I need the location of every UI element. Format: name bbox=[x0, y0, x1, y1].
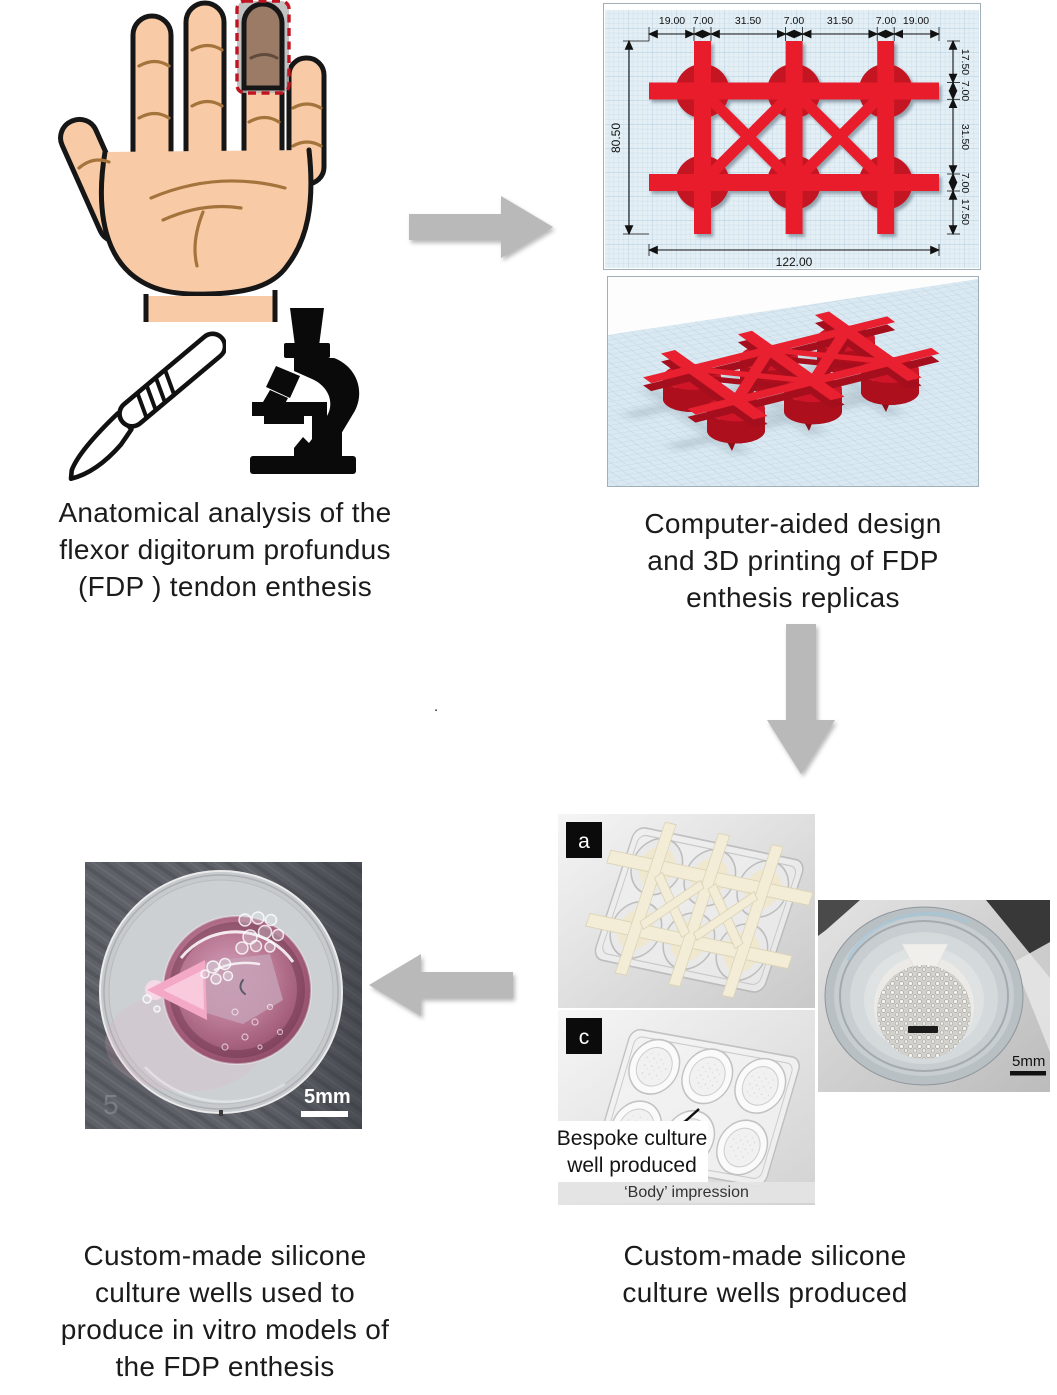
palm-outline bbox=[98, 147, 314, 297]
caption-cad-line3: enthesis replicas bbox=[686, 582, 900, 613]
fingertip-segment bbox=[241, 1, 285, 91]
caption-invitro: Custom-made silicone culture wells used … bbox=[8, 1237, 442, 1385]
cad-drawing-panel: 19.00 7.00 31.50 7.00 31.50 7.00 19.00 8… bbox=[603, 3, 981, 270]
dim-top-7: 19.00 bbox=[903, 15, 929, 27]
beads-scale-bar bbox=[1010, 1071, 1046, 1076]
caption-cad: Computer-aided design and 3D printing of… bbox=[586, 505, 1000, 616]
dim-bottom: 122.00 bbox=[776, 255, 813, 269]
photo-invitro-well: 5 5mm bbox=[85, 862, 362, 1129]
dimension-lines bbox=[623, 27, 960, 256]
photo-c-label-box bbox=[566, 1018, 602, 1054]
dim-right-2: 7.00 bbox=[959, 81, 971, 102]
hand-illustration bbox=[58, 0, 327, 322]
body-impression-label: ‘Body’ impression bbox=[558, 1182, 815, 1203]
invitro-scale-bar bbox=[301, 1111, 348, 1117]
arrow-left-icon bbox=[369, 954, 513, 1016]
scalpel-icon bbox=[68, 331, 226, 482]
photo-plate-with-replica: a bbox=[558, 814, 815, 1008]
embedded-marker bbox=[908, 1026, 938, 1033]
dim-top-6: 7.00 bbox=[876, 15, 897, 27]
overlay-line1: Bespoke culture bbox=[556, 1127, 708, 1150]
dim-top-4: 7.00 bbox=[784, 15, 805, 27]
overlay-line2: well produced bbox=[567, 1154, 697, 1177]
cad-render-panel bbox=[604, 276, 979, 487]
caption-produced: Custom-made silicone culture wells produ… bbox=[540, 1237, 990, 1311]
photo-c-label: c bbox=[579, 1026, 590, 1049]
beads-cluster bbox=[877, 965, 971, 1059]
dim-right-5: 17.50 bbox=[959, 199, 971, 225]
arrow-right-icon bbox=[409, 196, 553, 258]
caption-invitro-line3: produce in vitro models of bbox=[60, 1314, 390, 1345]
dim-right-3: 31.50 bbox=[959, 124, 971, 150]
caption-anatomy: Anatomical analysis of the flexor digito… bbox=[8, 494, 442, 605]
overlay-annotation: Bespoke culture well produced bbox=[556, 1121, 708, 1183]
microscope-icon bbox=[250, 308, 360, 474]
arrow-down-icon bbox=[767, 624, 835, 774]
dim-top-3: 31.50 bbox=[735, 15, 761, 27]
cad-2d-drawing: 19.00 7.00 31.50 7.00 31.50 7.00 19.00 8… bbox=[604, 4, 980, 269]
dimension-labels: 19.00 7.00 31.50 7.00 31.50 7.00 19.00 8… bbox=[609, 15, 971, 269]
creases bbox=[77, 43, 323, 268]
dim-top-2: 7.00 bbox=[693, 15, 714, 27]
beads-scale-label: 5mm bbox=[1012, 1053, 1045, 1070]
dim-right-4: 7.00 bbox=[959, 173, 971, 194]
invitro-scale-label: 5mm bbox=[304, 1086, 351, 1108]
dim-top-5: 31.50 bbox=[827, 15, 853, 27]
caption-produced-line2: culture wells produced bbox=[622, 1277, 908, 1308]
photo-a-label: a bbox=[578, 830, 590, 853]
caption-cad-line2: and 3D printing of FDP bbox=[647, 545, 939, 576]
photo-a-label-box bbox=[566, 822, 602, 858]
palm-fill bbox=[101, 150, 311, 295]
cad-3d-render bbox=[604, 277, 978, 486]
dashed-highlight-border bbox=[235, 0, 291, 95]
stray-dot: . bbox=[434, 698, 439, 715]
cad-red-shape bbox=[649, 41, 939, 234]
printed-lattice bbox=[585, 821, 814, 999]
bubbles bbox=[142, 911, 285, 1013]
dim-left: 80.50 bbox=[609, 123, 623, 153]
dim-top-1: 19.00 bbox=[659, 15, 685, 27]
caption-anatomy-line3: (FDP ) tendon enthesis bbox=[77, 571, 372, 602]
caption-cad-line1: Computer-aided design bbox=[644, 508, 942, 539]
caption-invitro-line2: culture wells used to bbox=[95, 1277, 355, 1308]
gel-construct bbox=[203, 954, 283, 1024]
caption-invitro-line1: Custom-made silicone bbox=[83, 1240, 367, 1271]
caption-invitro-line4: the FDP enthesis bbox=[115, 1351, 335, 1382]
caption-anatomy-line1: Anatomical analysis of the bbox=[58, 497, 392, 528]
wrist bbox=[146, 296, 276, 322]
photo-beads-well: 5mm bbox=[818, 900, 1050, 1092]
dim-right-1: 17.50 bbox=[959, 49, 971, 75]
fabric-faint-mark: 5 bbox=[103, 1089, 119, 1120]
caption-produced-line1: Custom-made silicone bbox=[623, 1240, 907, 1271]
caption-anatomy-line2: flexor digitorum profundus bbox=[59, 534, 391, 565]
